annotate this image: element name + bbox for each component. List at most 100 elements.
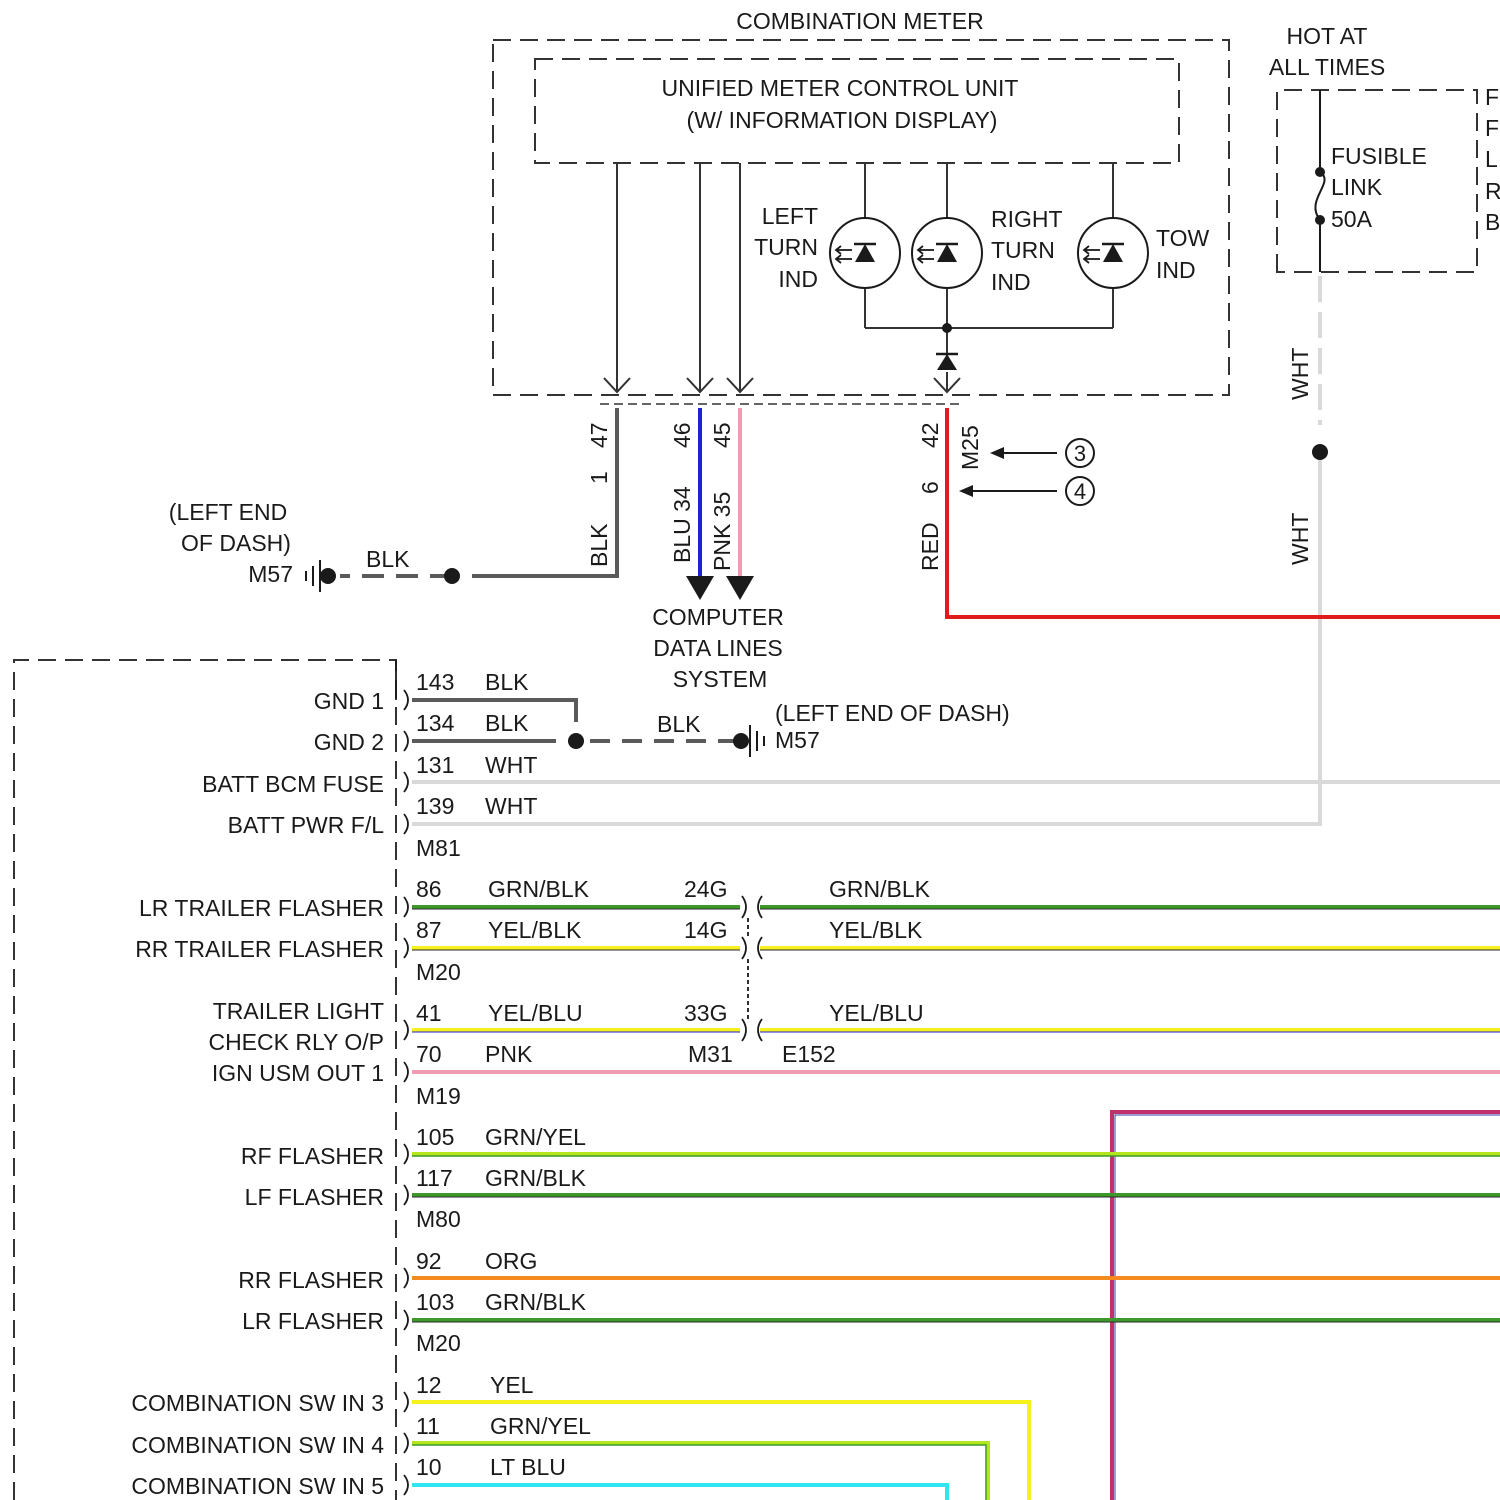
right-turn-l3: IND	[991, 269, 1031, 295]
ref-4: 4	[1074, 479, 1086, 504]
wire-lr-trailer	[412, 907, 1500, 909]
wire-trailer-light	[412, 1030, 1500, 1032]
bcm-label-lr-flasher: LR FLASHER	[242, 1308, 384, 1334]
meter-internal-lines	[604, 163, 1113, 392]
tow-led-icon	[1078, 218, 1148, 288]
color-117: GRN/BLK	[485, 1165, 587, 1191]
bcm-label-batt-bcm: BATT BCM FUSE	[202, 771, 384, 797]
bcm-label-combo-sw3: COMBINATION SW IN 3	[131, 1390, 384, 1416]
jpin-24g: 24G	[684, 876, 727, 902]
conn-m20b: M20	[416, 1330, 461, 1356]
jpin-33g: 33G	[684, 1000, 727, 1026]
magenta-tracer	[1115, 1115, 1500, 1500]
pin-41: 41	[416, 1000, 442, 1026]
left-turn-led-icon	[830, 218, 900, 288]
fuse-dot-top	[1315, 167, 1325, 177]
color-11: GRN/YEL	[490, 1413, 591, 1439]
inline-connector-icon	[742, 896, 762, 1041]
side-letter-2: F	[1485, 115, 1499, 141]
pin-46: 46	[669, 422, 695, 448]
bcm-label-combo-sw5: COMBINATION SW IN 5	[131, 1473, 384, 1499]
red-wire	[947, 408, 1500, 617]
pin-103: 103	[416, 1289, 454, 1315]
right-turn-l2: TURN	[991, 237, 1055, 263]
pin-10: 10	[416, 1454, 442, 1480]
color-131: WHT	[485, 752, 537, 778]
bcm-label-batt-pwr: BATT PWR F/L	[228, 812, 385, 838]
color-41: YEL/BLU	[488, 1000, 583, 1026]
color-87: YEL/BLK	[488, 917, 582, 943]
conn-m19: M19	[416, 1083, 461, 1109]
pin-47: 47	[586, 422, 612, 448]
conn-m81: M81	[416, 835, 461, 861]
fuse-l3: 50A	[1331, 206, 1373, 232]
bcm-label-ign-usm: IGN USM OUT 1	[212, 1060, 384, 1086]
unit-line2: (W/ INFORMATION DISPLAY)	[687, 107, 998, 133]
gnd-top-l2: OF DASH)	[181, 530, 291, 556]
gnd-mid-wire: BLK	[657, 711, 701, 737]
conn-m20a: M20	[416, 959, 461, 985]
color-103: GRN/BLK	[485, 1289, 587, 1315]
conn-e152: E152	[782, 1041, 836, 1067]
bcm-label-trailer-light-2: CHECK RLY O/P	[208, 1029, 384, 1055]
left-turn-l3: IND	[778, 266, 818, 292]
color-70: PNK	[485, 1041, 533, 1067]
pin-blk-label: BLK	[586, 523, 612, 567]
jpin-14g: 14G	[684, 917, 727, 943]
pin-131: 131	[416, 752, 454, 778]
pin-11: 11	[416, 1413, 440, 1439]
fuse-icon	[1315, 172, 1324, 220]
unit-line1: UNIFIED METER CONTROL UNIT	[662, 75, 1019, 101]
ground-dot	[320, 568, 336, 584]
color-12: YEL	[490, 1372, 534, 1398]
pnk-arrow-icon	[726, 576, 754, 600]
blu-arrow-icon	[686, 576, 714, 600]
pin-blu-34: BLU 34	[669, 486, 695, 563]
bcm-label-lr-trailer: LR TRAILER FLASHER	[139, 895, 384, 921]
gnd-mid-conn: M57	[775, 727, 820, 753]
bcm-label-lf-flasher: LF FLASHER	[245, 1184, 384, 1210]
jcolor-grn-blk: GRN/BLK	[829, 876, 931, 902]
pin-105: 105	[416, 1124, 454, 1150]
magenta-wire	[1112, 1112, 1500, 1500]
left-turn-l1: LEFT	[762, 203, 818, 229]
left-turn-l2: TURN	[754, 234, 818, 260]
gnd-top-conn: M57	[248, 561, 293, 587]
wire-rr-trailer	[412, 948, 1500, 950]
color-92: ORG	[485, 1248, 537, 1274]
wire-combo-sw5	[412, 1485, 947, 1500]
jcolor-yel-blk: YEL/BLK	[829, 917, 923, 943]
wire-lr-flasher	[412, 1320, 1500, 1322]
conn-m80: M80	[416, 1206, 461, 1232]
pin-117: 117	[416, 1165, 453, 1191]
data-lines-l1: COMPUTER	[652, 604, 784, 630]
side-letter-1: F	[1485, 84, 1499, 110]
ground-mid-icon	[750, 725, 764, 757]
ref-3: 3	[1074, 441, 1086, 466]
meter-title: COMBINATION METER	[736, 8, 983, 34]
side-letter-5: B	[1485, 209, 1500, 235]
connector-m25: M25	[957, 425, 983, 470]
splice-dot	[444, 568, 460, 584]
jcolor-yel-blu: YEL/BLU	[829, 1000, 924, 1026]
side-letter-4: R	[1485, 178, 1500, 204]
pin-45: 45	[709, 422, 735, 448]
gnd-splice-dot	[568, 733, 584, 749]
pin-92: 92	[416, 1248, 442, 1274]
data-lines-l3: SYSTEM	[673, 666, 768, 692]
pin-134: 134	[416, 710, 455, 736]
hot-line2: ALL TIMES	[1269, 54, 1385, 80]
conn-m31: M31	[688, 1041, 733, 1067]
pin-143: 143	[416, 669, 454, 695]
fuse-l1: FUSIBLE	[1331, 143, 1427, 169]
gnd-mid-label: (LEFT END OF DASH)	[775, 700, 1010, 726]
color-105: GRN/YEL	[485, 1124, 586, 1150]
pin-bracket-markers	[396, 660, 408, 1495]
bcm-label-rr-trailer: RR TRAILER FLASHER	[135, 936, 384, 962]
pin-86: 86	[416, 876, 442, 902]
hot-line1: HOT AT	[1287, 23, 1368, 49]
pin-70: 70	[416, 1041, 442, 1067]
gnd-mid-dot	[733, 733, 749, 749]
bcm-label-trailer-light: TRAILER LIGHT	[213, 998, 384, 1024]
right-turn-led-icon	[912, 218, 982, 288]
